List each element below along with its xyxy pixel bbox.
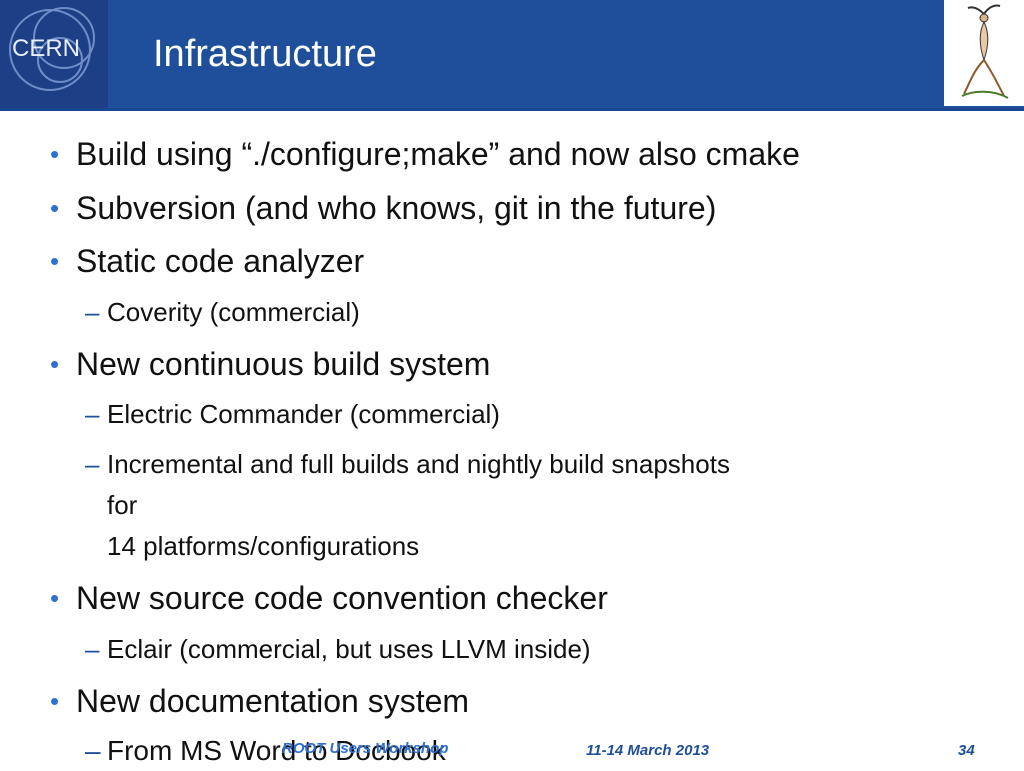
page-number: 34 bbox=[958, 742, 975, 759]
footer-event-name: ROOT Users Workshop bbox=[282, 740, 449, 757]
bullet-dot-icon: • bbox=[50, 349, 60, 379]
bullet-text: New continuous build system bbox=[76, 346, 491, 382]
bullet-text: New documentation system bbox=[76, 683, 470, 719]
bullet-dot-icon: • bbox=[50, 583, 60, 613]
sub-bullet-line: 14 platforms/configurations bbox=[107, 531, 420, 561]
cern-logo-icon: CERN bbox=[0, 0, 108, 108]
bullet-item: • Build using “./configure;make” and now… bbox=[50, 136, 800, 172]
sub-bullet-item: – Coverity (commercial) bbox=[85, 292, 360, 333]
sub-bullet-item: – Eclair (commercial, but uses LLVM insi… bbox=[85, 629, 591, 670]
bullet-item: • Static code analyzer bbox=[50, 243, 365, 279]
sub-bullet-item: – Incremental and full builds and nightl… bbox=[85, 444, 730, 567]
page-title: Infrastructure bbox=[153, 33, 377, 75]
bullet-dot-icon: • bbox=[50, 686, 60, 716]
dash-icon: – bbox=[85, 634, 100, 664]
dash-icon: – bbox=[85, 399, 100, 429]
sub-bullet-item: – From MS Word to Docbook bbox=[85, 730, 446, 771]
sub-bullet-line: for bbox=[107, 490, 138, 520]
bullet-item: • Subversion (and who knows, git in the … bbox=[50, 190, 717, 226]
dash-icon: – bbox=[85, 449, 100, 479]
sub-bullet-line: Incremental and full builds and nightly … bbox=[107, 449, 730, 479]
bullet-dot-icon: • bbox=[50, 139, 60, 169]
sub-bullet-text: Coverity (commercial) bbox=[107, 297, 360, 327]
bullet-text: Static code analyzer bbox=[76, 243, 365, 279]
dancing-figure-emblem-icon bbox=[944, 0, 1024, 106]
sub-bullet-text: Electric Commander (commercial) bbox=[107, 399, 500, 429]
sub-bullet-text: From MS Word to Docbook bbox=[107, 735, 446, 766]
bullet-text: Build using “./configure;make” and now a… bbox=[76, 136, 800, 172]
bullet-text: New source code convention checker bbox=[76, 580, 608, 616]
header-divider bbox=[0, 108, 1024, 111]
bullet-item: • New source code convention checker bbox=[50, 580, 608, 616]
bullet-item: • New continuous build system bbox=[50, 346, 491, 382]
bullet-text: Subversion (and who knows, git in the fu… bbox=[76, 190, 717, 226]
slide-header: CERN Infrastructure bbox=[0, 0, 1024, 111]
dash-icon: – bbox=[85, 735, 101, 766]
footer-date: 11-14 March 2013 bbox=[586, 742, 710, 759]
dash-icon: – bbox=[85, 297, 100, 327]
sub-bullet-item: – Electric Commander (commercial) bbox=[85, 394, 500, 435]
svg-text:CERN: CERN bbox=[12, 35, 80, 62]
sub-bullet-text: Eclair (commercial, but uses LLVM inside… bbox=[107, 634, 591, 664]
bullet-dot-icon: • bbox=[50, 193, 60, 223]
bullet-item: • New documentation system bbox=[50, 683, 470, 719]
bullet-dot-icon: • bbox=[50, 246, 60, 276]
